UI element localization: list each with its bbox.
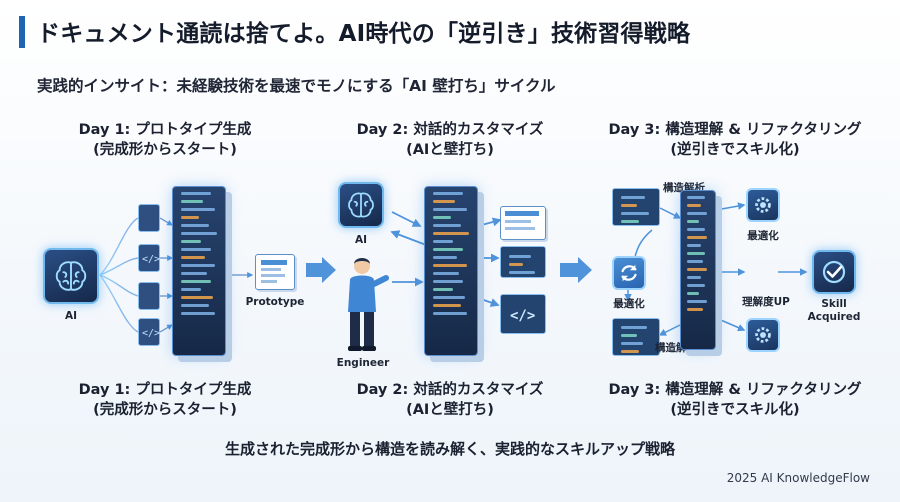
day1-ai-label: AI [64,310,78,322]
bottom-tagline: 生成された完成形から構造を読み解く、実践的なスキルアップ戦略 [224,440,675,458]
skill-acquired-tile [812,250,856,294]
gear-tile-bottom [746,318,780,352]
code-icon: </> [142,328,160,339]
optimize-label-right: 最適化 [747,230,779,242]
brain-icon [55,261,87,291]
day1-code-panel [172,186,226,356]
day3-code-panel [680,190,716,350]
day1-bottom-label: Day 1: プロトタイプ生成 (完成形からスタート) [78,382,252,418]
page-subtitle: 実践的インサイト：未経験技術を最速でモノにする「AI 壁打ち」サイクル [37,77,556,95]
day2-code-snippet: </> [500,294,546,334]
svg-text:</>: </> [510,308,535,324]
mini-code-card: </> [138,318,160,346]
understanding-label: 理解度UP [742,296,790,308]
day3-bottom-label: Day 3: 構造理解 & リファクタリング (逆引きでスキル化) [608,382,862,418]
day3-analysis-window-bottom [612,318,660,356]
day2-bottom-label: Day 2: 対話的カスタマイズ (AIと壁打ち) [356,382,544,418]
svg-text:</>: </> [142,254,160,265]
mini-code-card: </> [138,244,160,272]
gear-icon [755,197,771,213]
svg-text:</>: </> [142,328,160,339]
document-icon [261,260,287,283]
brain-icon [348,192,374,218]
day1-top-label: Day 1: プロトタイプ生成 (完成形からスタート) [78,122,252,158]
day3-analysis-window-top [612,188,660,226]
refresh-icon [621,264,637,282]
engineer-label: Engineer [336,357,390,369]
page-title: ドキュメント通読は捨てよ。AI時代の「逆引き」技術習得戦略 [37,21,691,47]
engineer-icon [348,258,389,351]
day2-top-label: Day 2: 対話的カスタマイズ (AIと壁打ち) [356,122,544,158]
day2-ai-brain-tile [338,182,384,228]
mini-code-card [138,282,160,310]
mini-code-card [138,204,160,232]
day2-code-window [500,246,546,278]
day2-code-panel [424,186,478,356]
document-icon [505,211,539,230]
code-icon: </> [510,308,535,324]
footer-credit: 2025 AI KnowledgeFlow [726,471,870,485]
checkmark-icon [822,260,846,284]
day2-doc-card [500,206,546,240]
code-icon: </> [142,254,160,265]
prototype-label: Prototype [245,296,305,308]
prototype-card [255,254,295,290]
gear-tile-top [746,188,780,222]
day2-ai-label: AI [354,234,368,246]
day3-top-label: Day 3: 構造理解 & リファクタリング (逆引きでスキル化) [608,122,862,158]
day1-ai-brain-tile [43,248,99,304]
optimize-label-left: 最適化 [613,298,645,310]
refresh-tile [612,256,646,290]
gear-icon [755,327,771,343]
title-accent-bar [19,16,25,48]
skill-acquired-label: Skill Acquired [807,298,861,323]
